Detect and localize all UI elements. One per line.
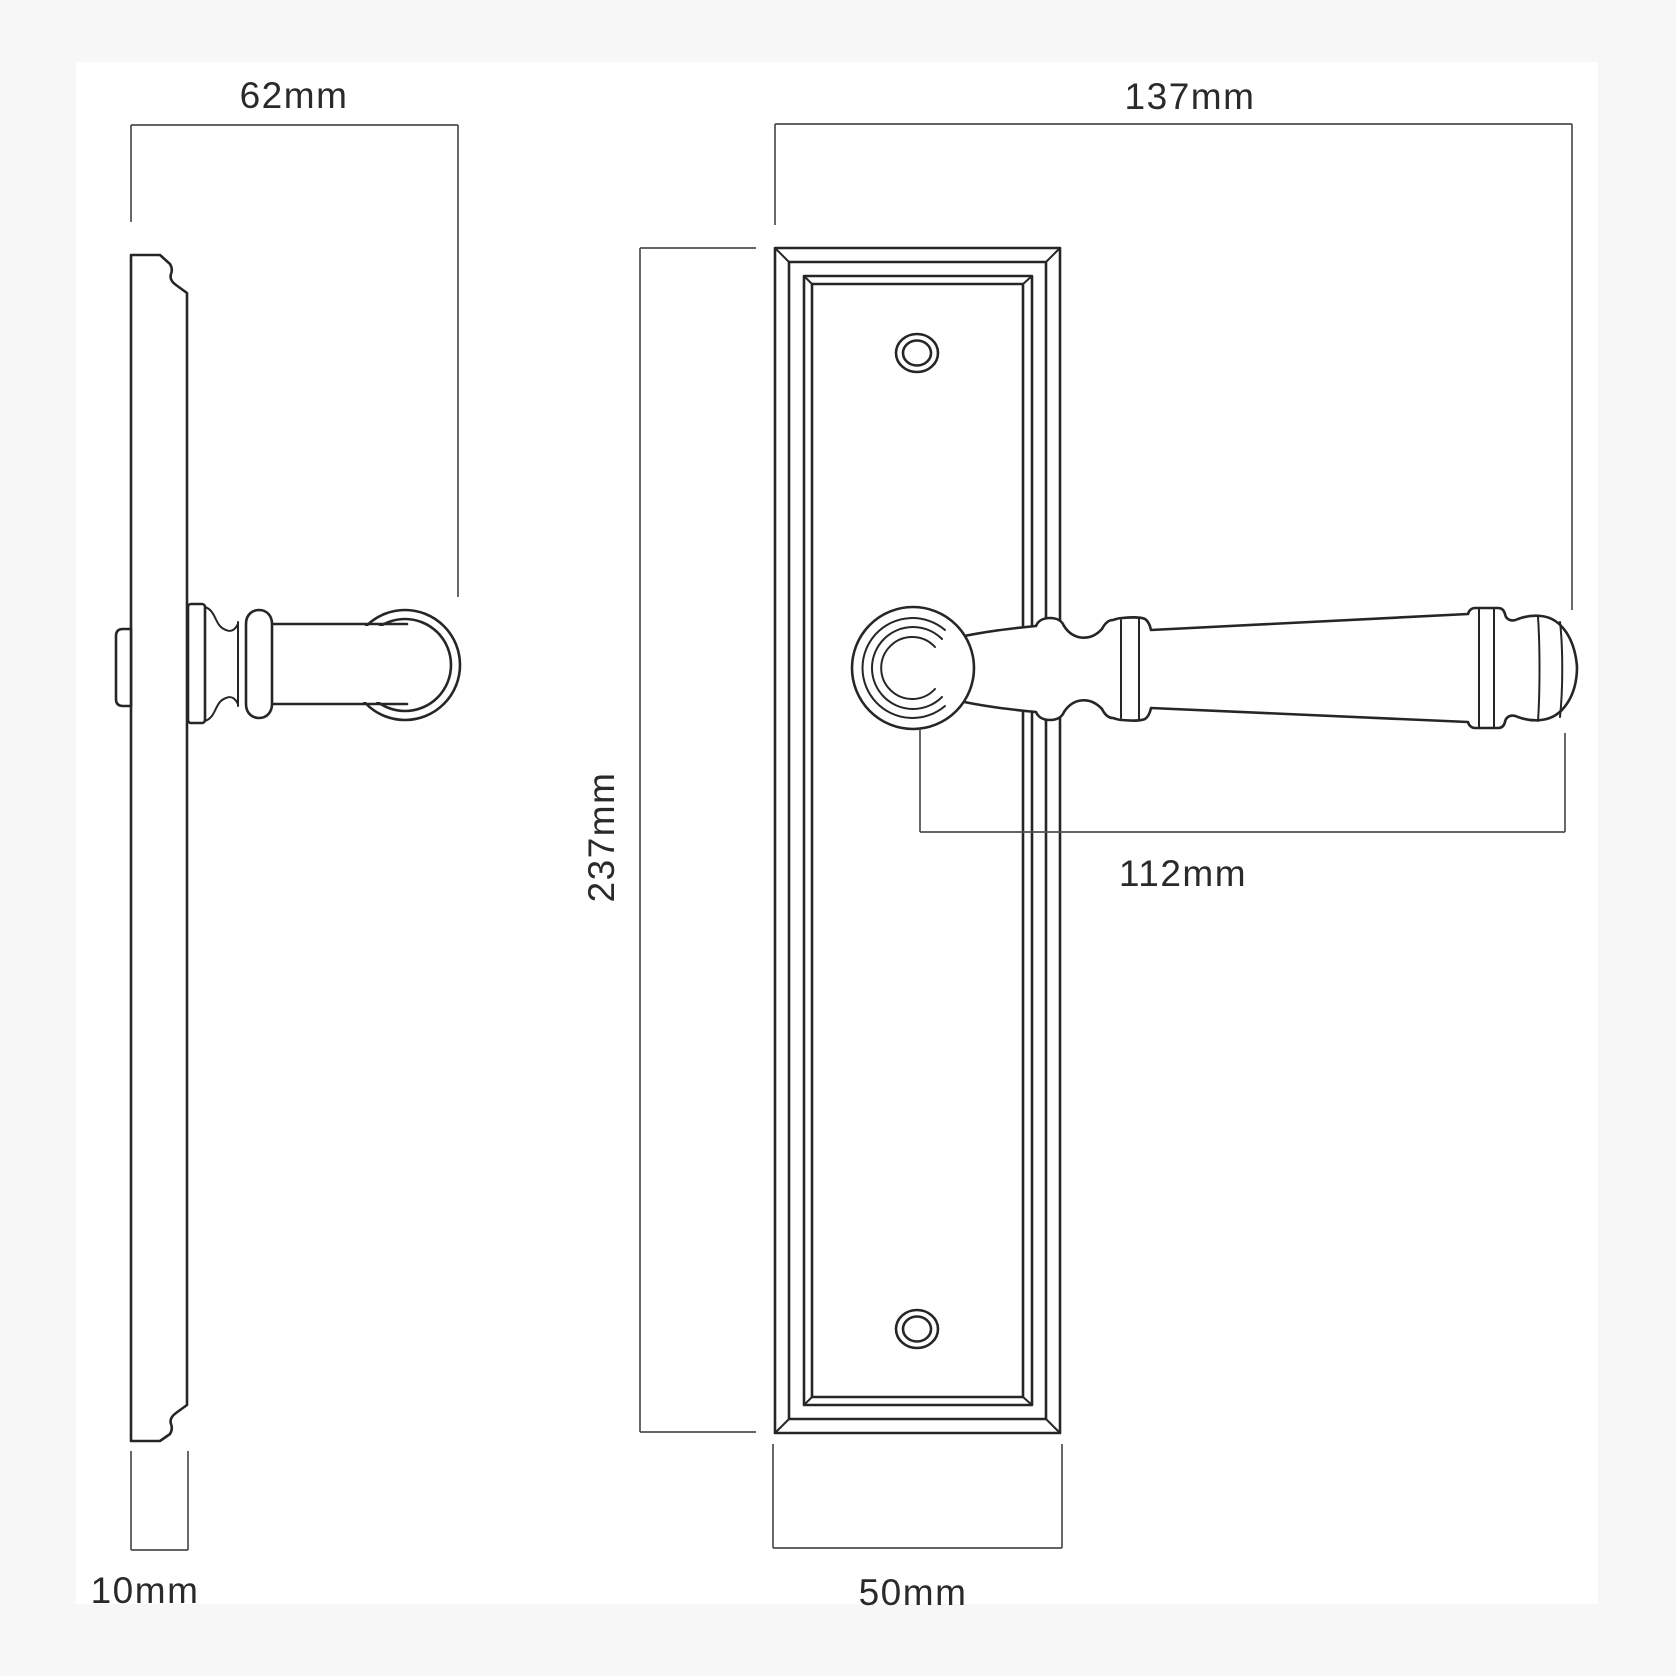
dimension-112mm: 112mm	[919, 729, 1566, 894]
dimension-10mm: 10mm	[91, 1451, 200, 1611]
front-plate-outer	[773, 246, 1062, 1435]
dim-label-10mm: 10mm	[91, 1570, 200, 1611]
front-plate-inner	[810, 282, 1025, 1399]
dim-label-112mm: 112mm	[1119, 853, 1247, 894]
side-plate-profile	[129, 253, 189, 1443]
side-lever-bead	[244, 608, 274, 720]
dim-label-237mm: 237mm	[581, 772, 622, 903]
dimension-137mm: 137mm	[774, 76, 1573, 610]
side-plate-tab	[114, 627, 133, 708]
side-view	[114, 253, 462, 1443]
side-lever-neck-bottom	[204, 696, 239, 722]
front-plate-step2	[787, 260, 1048, 1421]
front-lever-ring-lines	[1120, 608, 1564, 728]
side-grip-mask	[272, 626, 407, 702]
front-lever-rose	[850, 605, 976, 731]
dimension-237mm: 237mm	[581, 247, 756, 1433]
side-lever-neck-top	[204, 606, 239, 632]
dim-label-137mm: 137mm	[1125, 76, 1256, 117]
screw-hole-top	[894, 332, 940, 374]
dimension-62mm: 62mm	[130, 75, 459, 597]
dimension-50mm: 50mm	[772, 1444, 1063, 1613]
side-lever-collar	[186, 602, 207, 725]
front-rose-arcs	[861, 617, 946, 719]
dim-label-50mm: 50mm	[859, 1572, 968, 1613]
front-plate-step3	[802, 274, 1034, 1407]
front-lever	[948, 606, 1579, 730]
screw-hole-bottom	[894, 1308, 940, 1350]
front-view	[773, 246, 1579, 1435]
front-plate-miters	[774, 247, 1061, 1434]
dim-label-62mm: 62mm	[240, 75, 349, 116]
